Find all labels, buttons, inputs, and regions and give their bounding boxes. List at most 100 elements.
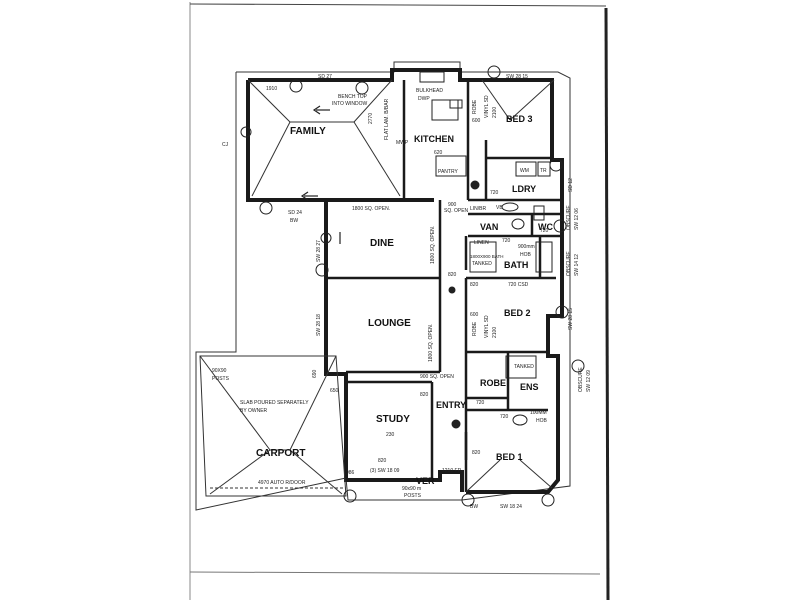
note-820e: 820 [472,450,481,456]
note-sw2827: SW 28 27 [316,240,322,262]
vertical-annotations: 2770 FLAT LAM. B/BAR ROBE VINYL SD 2100 … [312,95,592,392]
annotations: SD 27 SW 28 15 1910 BENCH TOP INTO WINDO… [212,74,549,510]
note-820a: 820 [448,272,457,278]
note-fr: 1210 FR. [442,468,463,474]
room-bed2: BED 2 [504,308,531,318]
note-bath2: 1800X900 BATH [470,254,503,259]
note-bench1: BENCH TOP [338,94,368,100]
room-ens: ENS [520,382,539,392]
room-dine: DINE [370,238,394,249]
note-100mm: 100MM [530,410,547,416]
note-robe2: ROBE [472,321,478,336]
note-620: 620 [434,150,443,156]
note-720b: 720 [502,238,511,244]
note-cj: CJ [222,142,229,148]
note-sd12: SD 12 [568,178,574,192]
note-600a: 600 [472,118,481,124]
note-1800: 1800 SQ. OPEN. [352,206,390,212]
note-1800v2: 1800 SQ. OPEN. [428,324,434,362]
kitchen-fixtures [419,71,480,190]
note-900: 900 [448,202,457,208]
note-1910: 1910 [266,86,277,92]
room-carport: CARPORT [256,448,305,459]
family-roof-lines [247,79,555,197]
carport-roof [199,355,347,497]
wet-area-fixtures [448,161,553,429]
note-2100: 2100 [492,107,498,118]
note-bw1: BW [290,218,298,224]
note-sd27: SD 27 [318,74,332,80]
note-sw1824: SW 18 24 [500,504,522,510]
note-dwp: DWP [418,96,430,102]
note-flatlam: FLAT LAM. B/BAR [384,98,390,140]
note-sqopen1: SQ. OPEN [444,208,469,214]
junction-marks [240,65,585,507]
note-600b: 600 [470,312,479,318]
arrows [300,105,341,244]
note-linbr: LIN/BR [470,206,487,212]
room-ldry: LDRY [512,184,536,194]
page-edge-bottom [189,571,601,575]
note-linen: LINEN [474,240,489,246]
note-posts: POSTS [212,376,230,382]
page-edge-right [604,7,610,600]
room-bed3: BED 3 [506,114,533,124]
note-vinyl2: VINYL SD [484,315,490,338]
note-720c: 720 [540,228,549,234]
note-720csd: 720 CSD [508,282,529,288]
room-bed1: BED 1 [496,452,523,462]
note-2100b: 2100 [492,327,498,338]
note-sd24: SD 24 [288,210,302,216]
note-vinyl: VINYL SD [484,95,490,118]
note-vb: VB [496,205,503,211]
room-study: STUDY [376,414,410,425]
note-sw1206: SW 12 06 [574,208,580,230]
note-bench2: INTO WINDOW [332,101,367,107]
note-sw1412: SW 14 12 [574,254,580,276]
note-690: 690 [312,369,318,378]
note-slab2: BY OWNER [240,408,268,414]
room-family: FAMILY [290,126,326,137]
note-4970: 4970 AUTO R/DOOR [258,480,306,486]
note-bulkhead: BULKHEAD [416,88,443,94]
page-edge-top [189,3,607,7]
note-1800v: 1800 SQ. OPEN. [430,226,436,264]
note-slab1: SLAB POURED SEPARATELY [240,400,309,406]
bed1-roof-lines [465,459,553,493]
note-720e: 720 [500,414,509,420]
room-kitchen: KITCHEN [414,134,454,144]
room-ver: VER [416,476,435,486]
note-posts2: 90x90 m [402,486,421,492]
note-hob: HOB [520,252,532,258]
note-mwp: MWP [396,140,409,146]
note-obscure3: OBSCURE [578,367,584,392]
note-820b: 820 [470,282,479,288]
room-wc: WC [538,222,553,232]
note-820d: 820 [378,458,387,464]
note-tanked2: TANKED [514,364,534,370]
room-van: VAN [480,222,498,232]
note-sw1809: (3) SW 18 09 [370,468,400,474]
note-900mm: 900mm [518,244,535,250]
note-obscure1: OBSCURE [566,205,572,230]
room-bath: BATH [504,260,528,270]
external-walls [246,68,564,494]
room-lounge: LOUNGE [368,318,411,329]
note-986: 986 [346,470,355,476]
note-900b: 900 SQ. OPEN [420,374,454,380]
note-sw2815: SW 28 15 [506,74,528,80]
note-posts3: POSTS [404,493,422,499]
note-tr: TR [540,168,547,174]
note-p90: 90X90 [212,368,227,374]
note-obscure2: OBSCURE [566,251,572,276]
room-robe: ROBE [480,378,506,388]
note-bw2: BW [470,504,478,510]
note-sw2815b: SW 28 15 [568,308,574,330]
note-wm: WM [520,168,529,174]
note-720a: 720 [490,190,499,196]
note-2770: 2770 [368,113,374,124]
note-tanked: TANKED [472,261,492,267]
note-hob2: HOB [536,418,548,424]
room-entry: ENTRY [436,400,466,410]
